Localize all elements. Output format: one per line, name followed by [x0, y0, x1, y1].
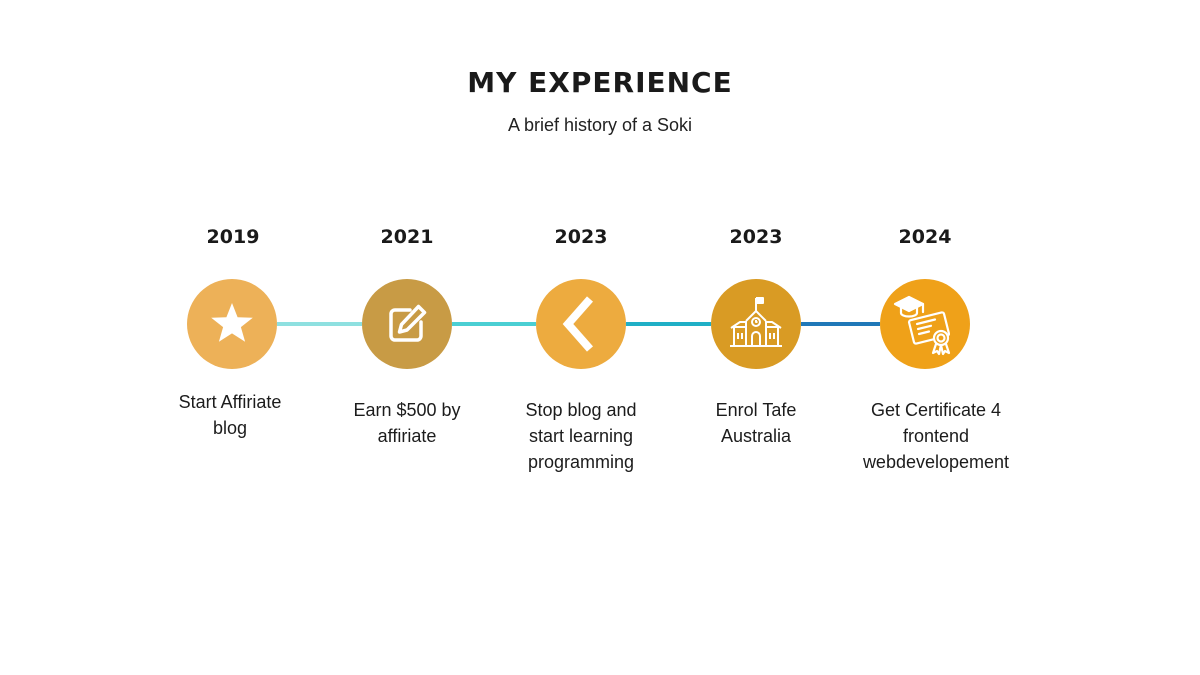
milestone-circle	[362, 279, 452, 369]
chevron-left-icon	[556, 294, 606, 354]
milestone-year: 2019	[206, 226, 260, 248]
milestone-circle	[880, 279, 970, 369]
certificate-icon	[887, 286, 963, 362]
milestone-label: Earn $500 by affiriate	[353, 400, 461, 446]
milestone-label: Stop blog and start learning programming	[525, 400, 637, 472]
milestone-label: Start Affiriate blog	[178, 392, 282, 438]
timeline-connector-4	[801, 322, 880, 326]
timeline-connector-3	[626, 322, 711, 326]
milestone-circle	[711, 279, 801, 369]
milestone-label: Enrol Tafe Australia	[715, 400, 797, 446]
timeline-connector-2	[452, 322, 536, 326]
milestone-year: 2023	[554, 226, 608, 248]
milestone-year: 2024	[898, 226, 952, 248]
page-title: MY EXPERIENCE	[467, 66, 733, 99]
milestone-circle	[536, 279, 626, 369]
milestone-year: 2021	[380, 226, 434, 248]
star-icon	[208, 300, 256, 348]
page-subtitle: A brief history of a Soki	[507, 115, 693, 135]
edit-icon	[382, 299, 432, 349]
timeline-connector-1	[277, 322, 362, 326]
milestone-label: Get Certificate 4 frontend webdevelopeme…	[862, 400, 1010, 472]
milestone-circle	[187, 279, 277, 369]
school-building-icon	[726, 294, 786, 354]
milestone-year: 2023	[729, 226, 783, 248]
